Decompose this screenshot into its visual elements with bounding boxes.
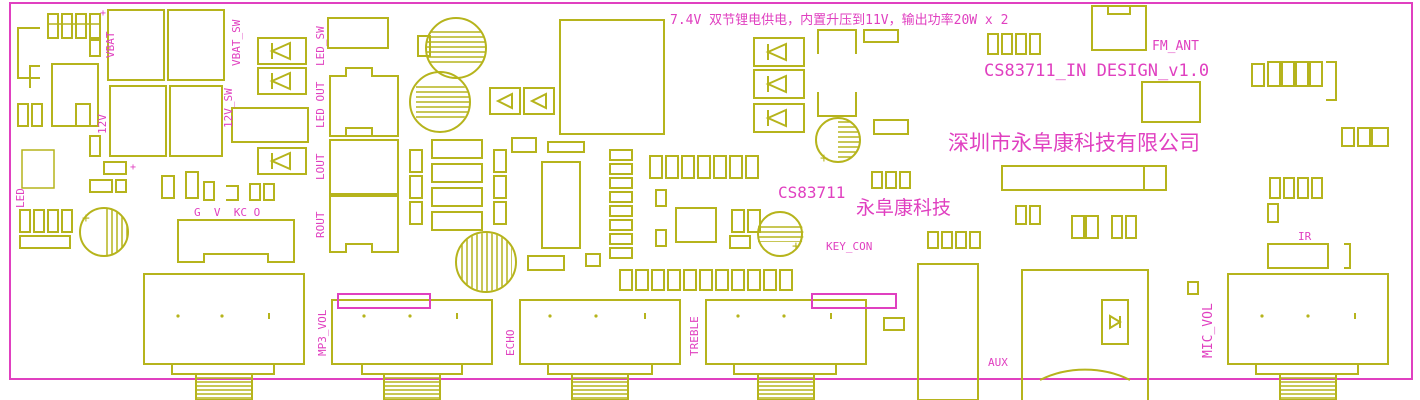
design-name: CS83711_IN DESIGN_v1.0 [984, 61, 1209, 81]
pot-echo [519, 299, 681, 400]
header-note: 7.4V 双节锂电供电，内置升压到11V，输出功率20W x 2 [670, 12, 1008, 28]
key-con-label: KEY_CON [826, 240, 872, 253]
pot-mic-vol [1227, 273, 1389, 400]
header-pins-label: G V KC O [194, 206, 260, 219]
mic-vol-label: MIC_VOL [1201, 303, 1216, 358]
led-out-label: LED OUT [314, 81, 327, 128]
brand-label: 永阜康科技 [856, 197, 951, 219]
aux-label: AUX [988, 356, 1008, 369]
v12-label: 12V [96, 114, 109, 134]
polarity-mark: + [820, 151, 828, 166]
main-inductor [559, 19, 665, 135]
pot-mp3-vol [331, 293, 493, 400]
treble-label: TREBLE [688, 316, 701, 356]
echo-label: ECHO [504, 330, 517, 357]
passive-array-center [609, 149, 793, 291]
board-outline [9, 2, 1413, 380]
right-section [917, 5, 1389, 400]
boost-section [753, 29, 981, 331]
rout-label: ROUT [314, 211, 327, 238]
pot-treble [705, 293, 897, 400]
polarity-mark: + [100, 8, 106, 19]
vbat-sw-label: VBAT_SW [230, 19, 243, 66]
left-power-section [17, 9, 295, 263]
pot-left [143, 273, 305, 400]
v12-sw-label: 12V_SW [222, 88, 235, 128]
vbat-label: VBAT [104, 31, 117, 58]
polarity-mark: + [792, 239, 800, 254]
led-label: LED [14, 188, 27, 208]
mp3-vol-label: MP3_VOL [316, 309, 329, 356]
led-switch-area [231, 17, 399, 253]
company-name: 深圳市永阜康科技有限公司 [948, 131, 1200, 155]
chip-label: CS83711 [778, 183, 845, 202]
led-sw-label: LED_SW [314, 26, 327, 66]
lout-label: LOUT [314, 153, 327, 180]
ir-label: IR [1298, 230, 1312, 243]
polarity-mark: + [82, 211, 90, 226]
polarity-mark: + [130, 162, 136, 173]
capacitor-group-center [409, 17, 601, 293]
fm-ant-label: FM_ANT [1152, 39, 1199, 54]
